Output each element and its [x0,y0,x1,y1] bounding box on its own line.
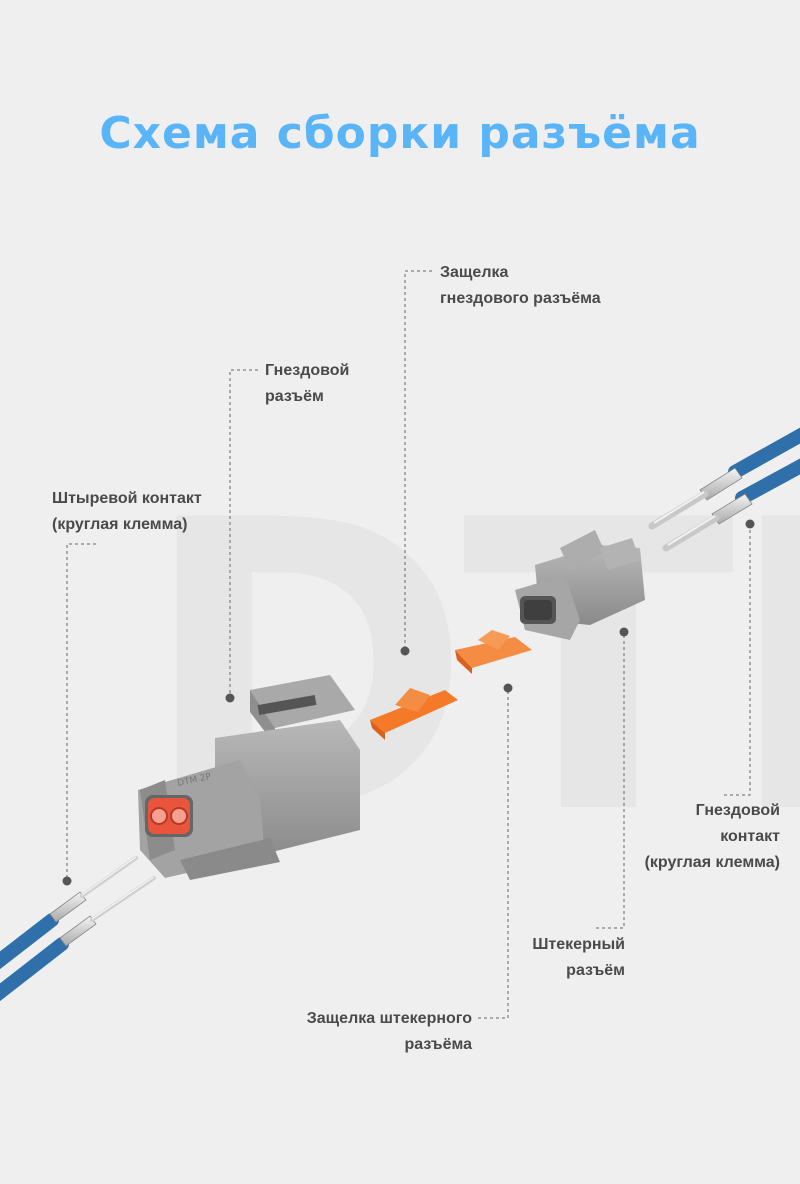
label-plug-wedge: Защелка штекерного разъёма [307,1006,472,1058]
label-receptacle-wedge: Защелка гнездового разъёма [440,260,601,312]
label-receptacle-line2: разъём [265,388,324,405]
label-plug: Штекерный разъём [532,932,625,984]
label-plug-wedge-line2: разъёма [404,1036,472,1053]
label-pin-contact-line2: (круглая клемма) [52,516,188,533]
dot-pin-contact [62,876,72,886]
pin-contact-cables [0,856,156,1002]
dot-socket-contact [745,519,755,529]
leader-dots [62,519,755,886]
leader-receptacle [229,369,258,697]
plug-wedge [455,630,532,674]
label-plug-line2: разъём [566,962,625,979]
label-receptacle-wedge-line1: Защелка [440,264,509,281]
leader-plug [596,632,625,929]
receptacle-housing: DTM 2P [138,675,360,880]
plug-housing [515,530,645,640]
label-receptacle-line1: Гнездовой [265,362,350,379]
dot-plug [619,627,629,637]
leader-pin-contact [66,543,96,880]
receptacle-wedge [370,688,458,740]
leader-plug-wedge [478,689,509,1019]
dot-receptacle-wedge [400,646,410,656]
dot-receptacle [225,693,235,703]
label-socket-contact: Гнездовой контакт (круглая клемма) [645,798,780,876]
leader-lines [66,270,751,1019]
dot-plug-wedge [503,683,513,693]
leader-socket-contact [724,524,751,796]
label-receptacle-wedge-line2: гнездового разъёма [440,290,601,307]
label-plug-wedge-line1: Защелка штекерного [306,1010,472,1027]
label-socket-contact-line3: (круглая клемма) [644,854,780,871]
leader-receptacle-wedge [404,270,432,650]
label-socket-contact-line1: Гнездовой [695,802,780,819]
label-pin-contact-line1: Штыревой контакт [52,490,202,507]
label-pin-contact: Штыревой контакт (круглая клемма) [52,486,202,538]
page-title: Схема сборки разъёма [99,108,701,159]
label-receptacle: Гнездовой разъём [265,358,349,410]
label-socket-contact-line2: контакт [720,828,780,845]
socket-contact-cables [648,427,800,552]
label-plug-line1: Штекерный [532,936,625,953]
